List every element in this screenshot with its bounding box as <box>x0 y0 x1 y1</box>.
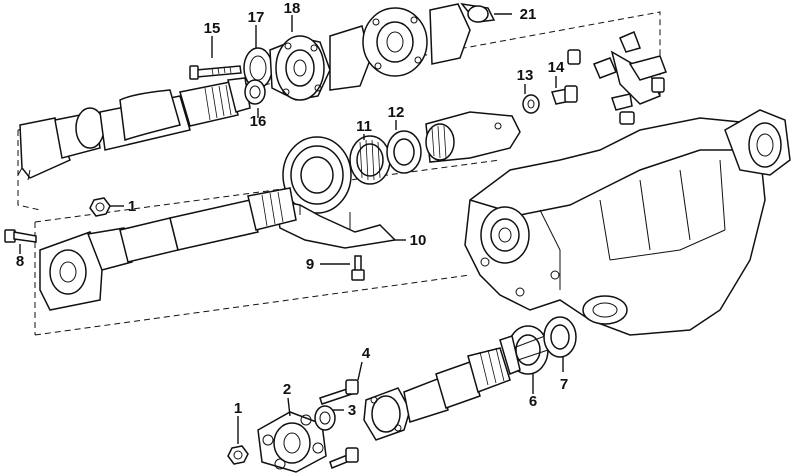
callout-7: 7 <box>560 376 568 393</box>
bearing-11 <box>349 135 391 185</box>
ring-7 <box>543 316 577 358</box>
bolt-8 <box>4 229 37 243</box>
flex-coupling-upper <box>329 2 496 91</box>
seal-12 <box>386 130 422 174</box>
transfer-case <box>464 109 791 336</box>
middle-driveshaft <box>39 187 297 311</box>
callout-6: 6 <box>529 393 537 410</box>
flex-disc-2 <box>257 411 327 473</box>
callout-1-upper: 1 <box>128 198 136 215</box>
callout-12: 12 <box>388 104 405 121</box>
washer-13 <box>522 94 540 114</box>
dashed-frames <box>17 11 661 336</box>
bolt-9 <box>351 255 365 281</box>
callout-labels: 15 17 18 21 16 13 14 11 12 1 8 10 9 4 2 … <box>16 0 568 419</box>
bolt-14 <box>551 85 578 105</box>
callout-10: 10 <box>410 232 427 249</box>
bolt-15 <box>189 65 242 80</box>
flange-17-18 <box>243 35 331 101</box>
callout-9: 9 <box>306 256 314 273</box>
lower-driveshaft <box>363 335 521 441</box>
leader-lines <box>19 13 564 444</box>
callout-14: 14 <box>548 59 565 76</box>
clamp-16 <box>244 79 266 105</box>
callout-11: 11 <box>356 118 372 135</box>
nut-1-lower <box>227 445 249 465</box>
spacer-3 <box>314 405 336 431</box>
universal-joint <box>567 31 667 125</box>
callout-8: 8 <box>16 253 24 270</box>
callout-15: 15 <box>204 20 221 37</box>
callout-2: 2 <box>283 381 291 398</box>
callout-17: 17 <box>248 9 265 26</box>
callout-3: 3 <box>348 402 356 419</box>
upper-driveshaft <box>17 77 251 181</box>
callout-4: 4 <box>362 345 371 362</box>
bolt-4 <box>319 379 359 469</box>
callout-18: 18 <box>284 0 301 17</box>
nut-1-upper <box>89 197 111 217</box>
callout-16: 16 <box>250 113 267 130</box>
callout-1-lower: 1 <box>234 400 242 417</box>
center-bearing-10 <box>274 136 397 249</box>
output-flange <box>425 111 521 163</box>
callout-13: 13 <box>517 67 534 84</box>
callout-21: 21 <box>520 6 537 23</box>
